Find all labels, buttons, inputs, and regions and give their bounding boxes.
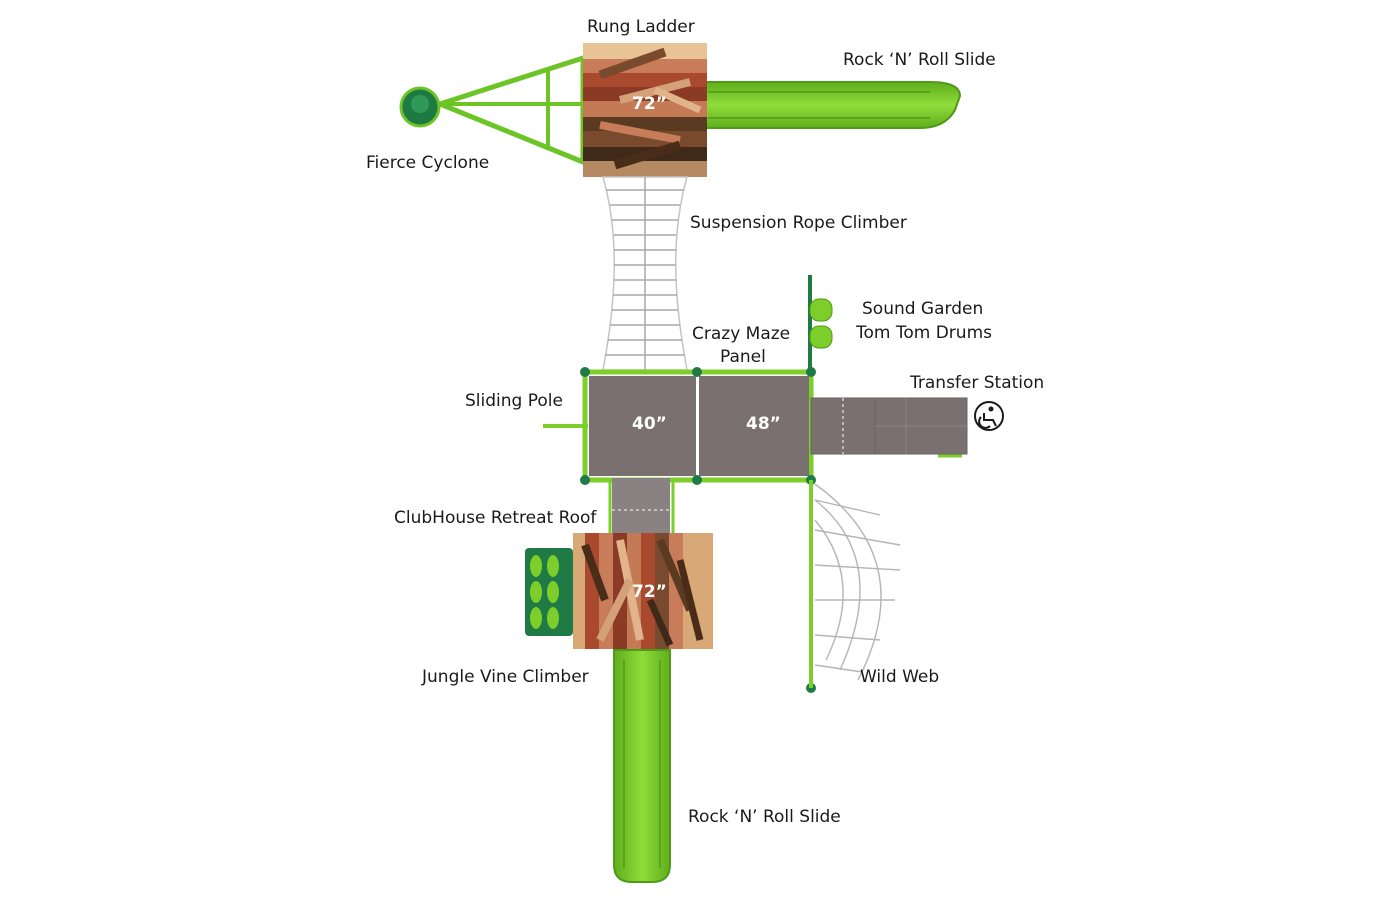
label-sliding-pole: Sliding Pole	[465, 391, 563, 411]
suspension-rope-climber	[602, 176, 688, 371]
label-transfer-station: Transfer Station	[909, 373, 1044, 393]
top-roof-dimension: 72”	[632, 94, 667, 114]
label-slide-top: Rock ‘N’ Roll Slide	[843, 50, 996, 70]
label-crazy-maze-panel: Panel	[720, 347, 766, 367]
wild-web	[809, 480, 901, 688]
bottom-roof: 72”	[573, 533, 713, 649]
ramp	[608, 478, 675, 533]
label-crazy-maze: Crazy Maze	[692, 324, 790, 344]
deck-40	[589, 376, 696, 476]
label-fierce-cyclone: Fierce Cyclone	[366, 153, 489, 173]
label-wild-web: Wild Web	[860, 667, 939, 687]
label-clubhouse-roof: ClubHouse Retreat Roof	[394, 508, 597, 528]
accessibility-icon	[974, 401, 1004, 431]
rock-n-roll-slide-bottom	[613, 649, 671, 883]
deck-frame: 40” 48”	[582, 369, 814, 483]
label-tom-tom-drums: Tom Tom Drums	[855, 323, 992, 343]
label-jungle-vine: Jungle Vine Climber	[421, 667, 589, 687]
rock-n-roll-slide-top	[699, 81, 962, 129]
jungle-vine-climber	[525, 548, 573, 636]
deck-posts	[580, 367, 816, 693]
label-slide-bottom: Rock ‘N’ Roll Slide	[688, 807, 841, 827]
deck-48	[699, 376, 809, 476]
deck-left-dimension: 40”	[632, 414, 667, 434]
callout-labels: Rung Ladder Rock ‘N’ Roll Slide Fierce C…	[366, 17, 1044, 827]
deck-right-dimension: 48”	[746, 414, 781, 434]
label-rung-ladder: Rung Ladder	[587, 17, 695, 37]
label-suspension-rope: Suspension Rope Climber	[690, 213, 907, 233]
tom-tom-drums	[808, 275, 833, 372]
label-sound-garden: Sound Garden	[862, 299, 983, 319]
top-roof: 72”	[583, 43, 707, 177]
transfer-station	[810, 397, 1004, 458]
bottom-roof-dimension: 72”	[632, 582, 667, 602]
fierce-cyclone-frame	[399, 54, 586, 166]
